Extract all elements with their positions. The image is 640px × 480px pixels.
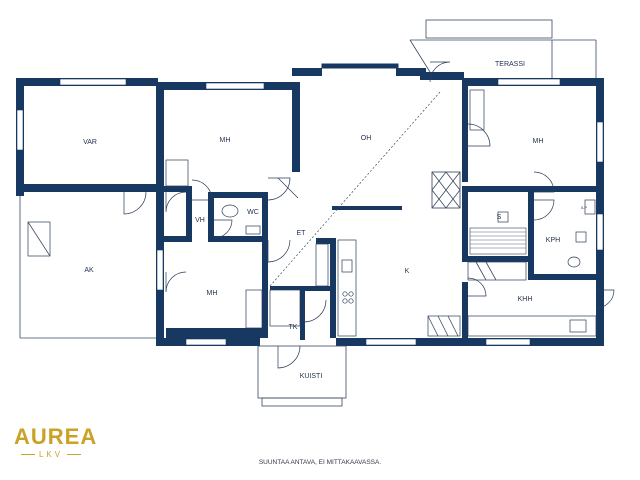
inner-walls (16, 86, 598, 340)
room-label-s: S (497, 214, 502, 221)
fireplace-icon (431, 171, 461, 209)
wardrobes (165, 89, 485, 329)
room-label-mh-right: MH (533, 138, 544, 145)
logo-rule-right (67, 454, 82, 455)
logo-main-text: AUREA (14, 424, 98, 449)
room-label-ak: AK (84, 267, 94, 274)
room-label-mh-left: MH (220, 137, 231, 144)
windows (16, 78, 604, 346)
room-label-et: ET (297, 230, 307, 237)
room-label-kuisti: KUISTI (300, 373, 323, 380)
room-label-tk: TK (289, 324, 298, 331)
room-label-k: K (405, 268, 410, 275)
doors (123, 61, 615, 369)
room-label-terassi: TERASSI (495, 61, 525, 68)
porch-outline (257, 345, 347, 407)
sauna-bench (469, 211, 527, 255)
disclaimer-note: SUUNTAA ANTAVA, EI MITTAKAAVASSA. (258, 459, 382, 466)
fixture-label-ilp: ILP (581, 205, 587, 210)
logo-rule-left (20, 454, 35, 455)
outer-walls (16, 63, 604, 346)
utility-counter (467, 261, 597, 337)
terrace-outline (409, 19, 597, 78)
room-label-kph: KPH (546, 237, 560, 244)
logo-sub: LKV (14, 450, 88, 459)
room-label-khh: KHH (518, 296, 533, 303)
room-label-mh-bottom: MH (207, 290, 218, 297)
room-label-var: VAR (83, 139, 97, 146)
company-logo: AUREA LKV (14, 424, 98, 460)
kitchen-counter (315, 239, 461, 337)
bathroom-fixtures (221, 199, 596, 268)
room-label-wc: WC (247, 209, 259, 216)
ceiling-line (269, 91, 441, 287)
room-label-vh: VH (195, 217, 205, 224)
carport-outline (19, 196, 156, 339)
room-label-oh: OH (361, 135, 372, 142)
logo-sub-text: LKV (38, 450, 64, 459)
